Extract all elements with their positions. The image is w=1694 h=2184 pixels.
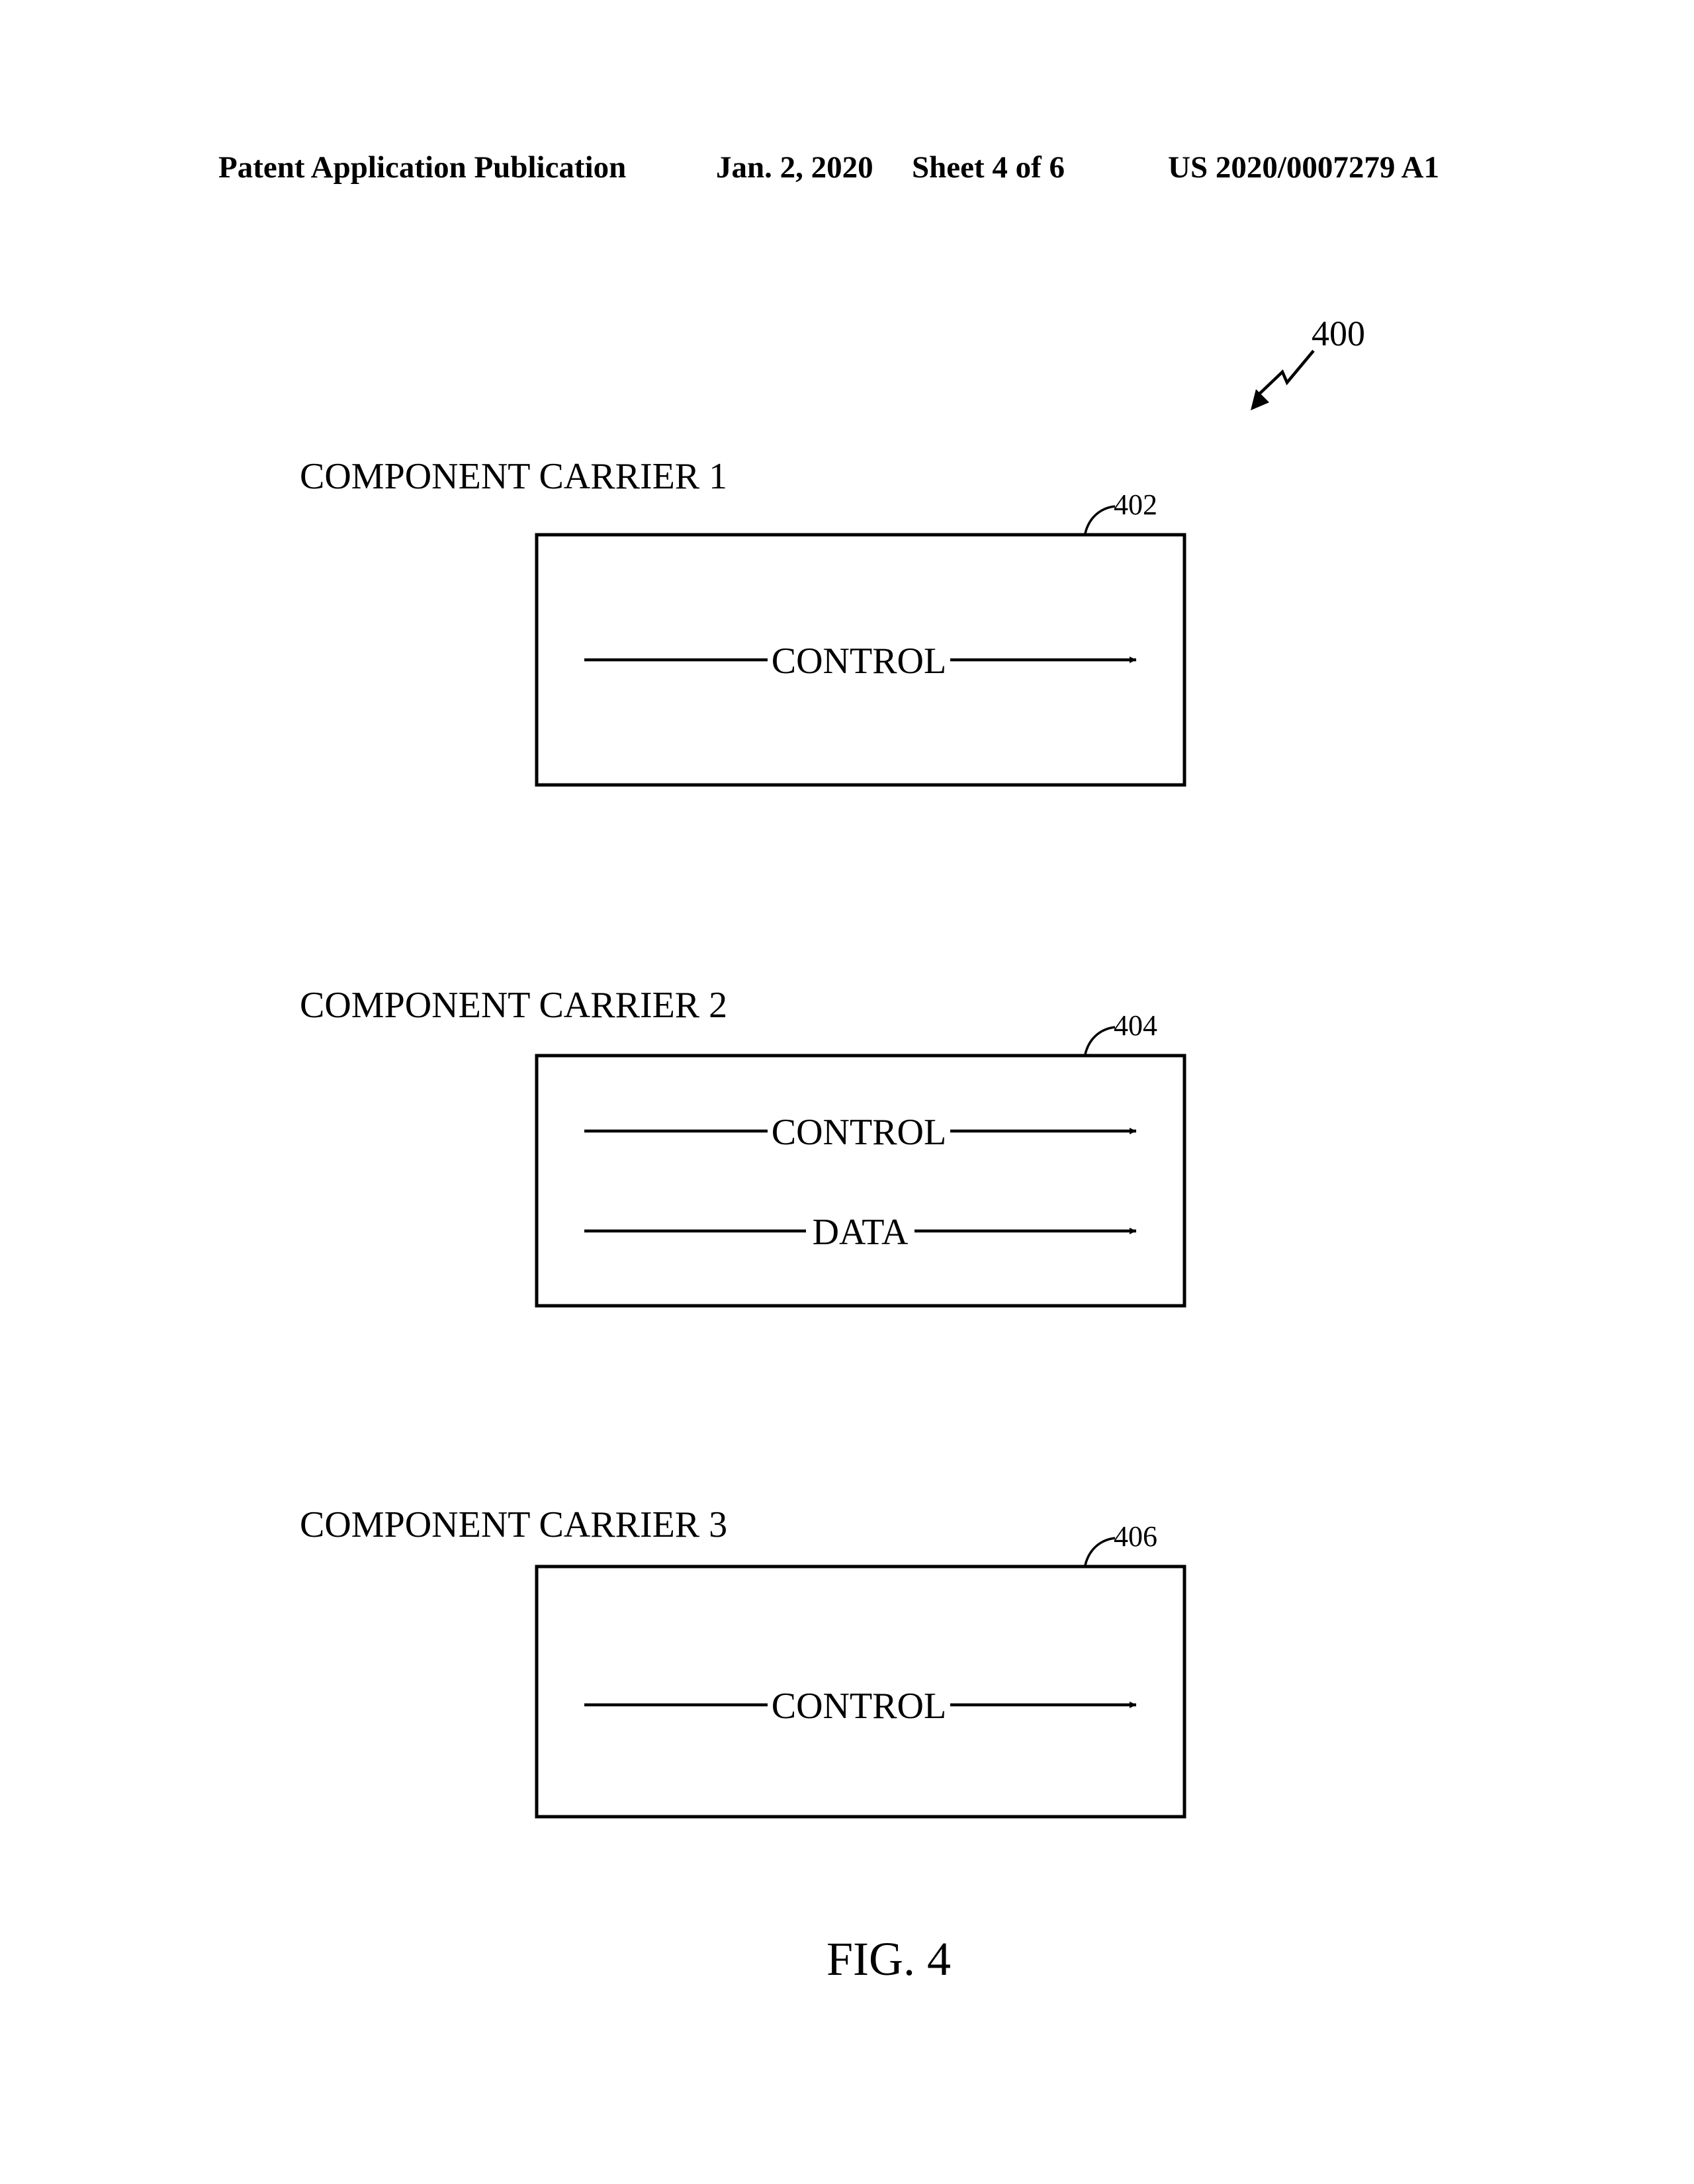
component-carrier-1: COMPONENT CARRIER 1 402 CONTROL (300, 456, 1186, 787)
figure-caption: FIG. 4 (826, 1933, 951, 1985)
ref-leader-line (1084, 1026, 1116, 1055)
carrier-box (535, 1054, 1186, 1308)
header-publication: Patent Application Publication (218, 150, 626, 185)
carrier-box (535, 533, 1186, 787)
carrier-title: COMPONENT CARRIER 3 (300, 1504, 727, 1545)
header-sheet: Sheet 4 of 6 (912, 150, 1065, 185)
figure-reference-arrow (1251, 349, 1315, 410)
carrier-box (535, 1565, 1186, 1819)
signal-label: CONTROL (772, 1112, 946, 1153)
carrier-title: COMPONENT CARRIER 1 (300, 456, 727, 497)
carrier-title: COMPONENT CARRIER 2 (300, 985, 727, 1026)
component-carrier-3: COMPONENT CARRIER 3 406 CONTROL (300, 1504, 1186, 1819)
carrier-ref-number: 404 (1114, 1009, 1157, 1042)
carrier-ref-number: 406 (1114, 1520, 1157, 1553)
ref-leader-line (1084, 505, 1116, 534)
signal-label: CONTROL (772, 1686, 946, 1727)
figure-reference-number: 400 (1312, 314, 1365, 353)
signal-label: DATA (813, 1212, 909, 1253)
carrier-ref-number: 402 (1114, 488, 1157, 521)
component-carrier-2: COMPONENT CARRIER 2 404 CONTROL DATA (300, 985, 1186, 1308)
header-date: Jan. 2, 2020 (716, 150, 873, 185)
header-number: US 2020/0007279 A1 (1168, 150, 1439, 185)
ref-leader-line (1084, 1537, 1116, 1566)
signal-label: CONTROL (772, 641, 946, 682)
